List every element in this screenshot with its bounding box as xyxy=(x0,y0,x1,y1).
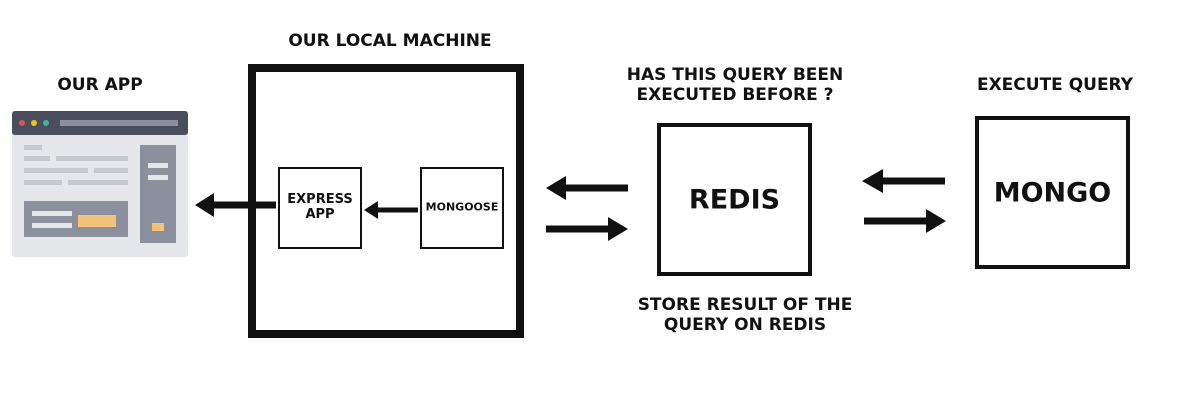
mongoose-label: MONGOOSE xyxy=(425,200,499,214)
arrow-express-to-app xyxy=(195,193,276,217)
query-check-label-line1: HAS THIS QUERY BEEN xyxy=(626,65,844,85)
arrow-mongo-to-redis xyxy=(862,169,945,193)
mongo-box: MONGO xyxy=(975,116,1130,269)
browser-window-icon xyxy=(12,111,188,257)
redis-label: REDIS xyxy=(688,183,781,215)
execute-query-label: EXECUTE QUERY xyxy=(976,75,1134,95)
express-app-label-line2: APP xyxy=(305,207,335,222)
query-check-label-line2: EXECUTED BEFORE ? xyxy=(636,84,834,105)
mongoose-box: MONGOOSE xyxy=(420,167,504,249)
app-label: OUR APP xyxy=(57,75,143,95)
query-check-label: HAS THIS QUERY BEEN EXECUTED BEFORE ? xyxy=(600,65,870,105)
arrow-redis-to-mongo xyxy=(864,209,946,233)
redis-box: REDIS xyxy=(657,123,812,276)
machine-label: OUR LOCAL MACHINE xyxy=(288,31,492,51)
mongo-label: MONGO xyxy=(993,176,1112,208)
express-app-label-line1: EXPRESS xyxy=(287,192,353,208)
express-app-box: EXPRESS APP xyxy=(278,167,362,249)
store-result-label: STORE RESULT OF THE QUERY ON REDIS xyxy=(610,295,880,335)
arrow-mongoose-to-express xyxy=(364,201,418,219)
store-result-label-line2: QUERY ON REDIS xyxy=(663,314,827,335)
arrow-machine-to-redis xyxy=(546,217,628,241)
store-result-label-line1: STORE RESULT OF THE xyxy=(637,295,853,315)
arrow-redis-to-machine xyxy=(546,176,628,200)
